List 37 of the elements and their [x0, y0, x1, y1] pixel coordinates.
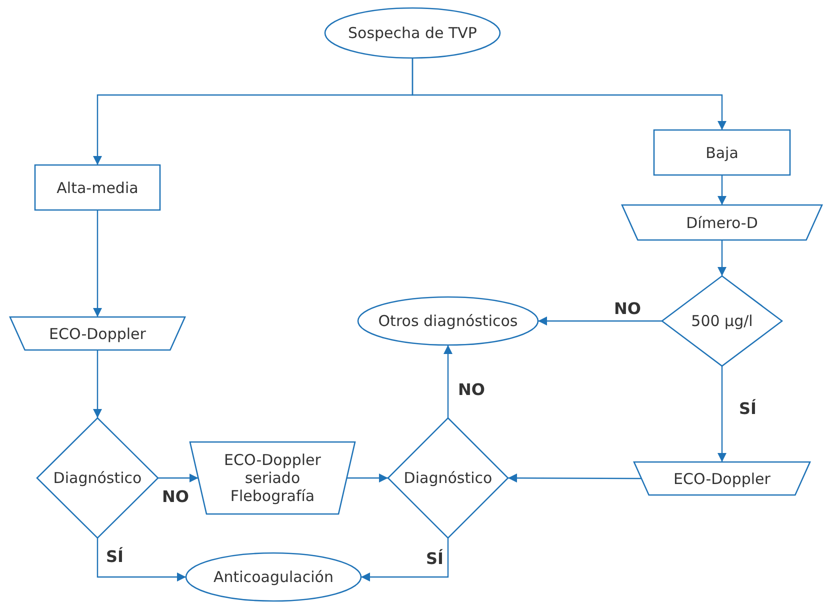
manual-operation-trapezoid — [10, 317, 185, 350]
node-label: Diagnóstico — [53, 469, 142, 487]
process-box — [35, 165, 160, 210]
node-label: ECO-Doppler — [674, 470, 770, 488]
arrow — [93, 350, 102, 418]
decision-diamond — [37, 418, 158, 538]
node-label: Alta-media — [56, 178, 138, 196]
arrow — [538, 316, 662, 326]
arrow — [361, 538, 449, 582]
node-label: Dímero-D — [686, 214, 758, 232]
arrow — [158, 474, 198, 482]
terminal-ellipse — [186, 553, 361, 601]
arrow — [718, 240, 726, 276]
node-label: 500 μg/l — [691, 312, 753, 330]
arrow — [508, 474, 642, 483]
node-label: ECO-Doppler — [49, 324, 146, 342]
arrow — [346, 474, 388, 482]
arrow — [718, 366, 726, 462]
arrow — [93, 210, 102, 317]
arrow — [444, 345, 452, 418]
terminal-ellipse — [358, 297, 538, 345]
decision-diamond — [662, 276, 782, 366]
node-label: Sospecha de TVP — [348, 24, 477, 42]
decision-diamond — [388, 418, 508, 538]
node-label: ECO-Doppler seriado Flebografía — [223, 451, 322, 505]
node-label: Baja — [706, 144, 738, 162]
arrow — [412, 58, 726, 130]
terminal-ellipse — [325, 8, 500, 58]
node-label: Anticoagulación — [214, 568, 334, 586]
manual-operation-trapezoid — [622, 205, 822, 240]
arrow — [96, 538, 186, 582]
node-label: Otros diagnósticos — [378, 312, 518, 330]
arrow — [718, 175, 726, 205]
node-label: Diagnóstico — [404, 469, 492, 487]
process-box — [654, 130, 790, 175]
manual-operation-trapezoid — [190, 442, 355, 514]
manual-operation-trapezoid — [634, 462, 810, 495]
